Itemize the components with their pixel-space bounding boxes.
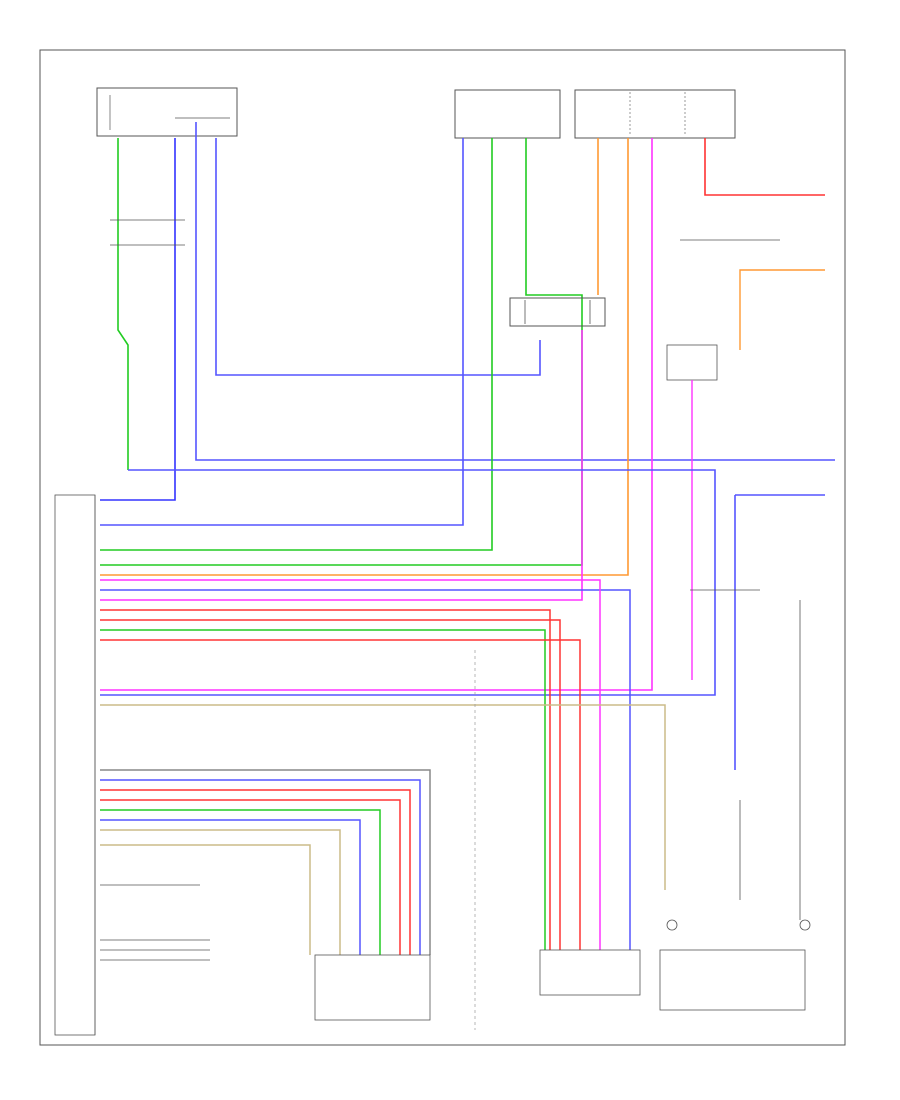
relay-block (509, 297, 606, 327)
mid-harness (100, 579, 666, 950)
right-detail-lines (690, 589, 801, 920)
blue-loops-right (100, 469, 825, 770)
orange-upper-right (739, 269, 825, 350)
bottom-switch-block (314, 949, 806, 1021)
diagram-border (39, 49, 846, 1046)
bottom-left-bus (100, 884, 210, 961)
fuse-box-center (454, 89, 561, 139)
lower-harness (100, 769, 431, 955)
relay-right (666, 344, 718, 381)
fuse-box-left (96, 87, 238, 137)
ecu-block (54, 494, 96, 1036)
top-left-feeds (100, 122, 835, 501)
right-feeds (100, 138, 825, 691)
center-feeds (100, 138, 583, 566)
fuse-box-right (574, 89, 736, 139)
left-relay (110, 219, 185, 246)
ground-symbols (666, 919, 811, 931)
pink-feed-relay (100, 330, 583, 601)
